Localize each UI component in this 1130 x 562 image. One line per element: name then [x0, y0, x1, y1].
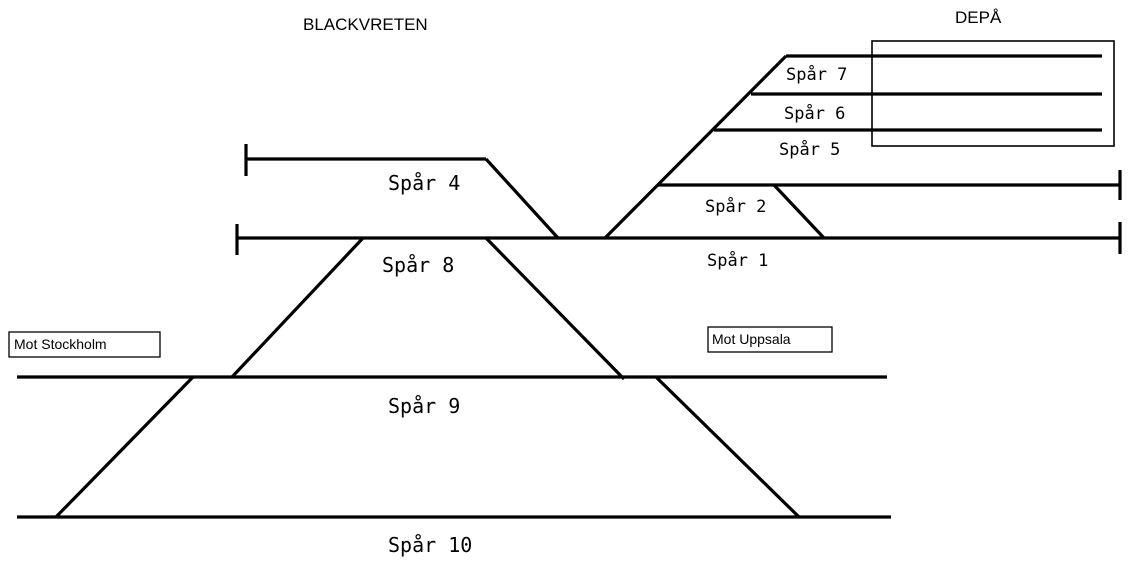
track-8-west-switch [230, 236, 365, 379]
track-4-switch [484, 157, 560, 240]
track-8-label: Spår 8 [382, 253, 454, 277]
track-9-east-switch [654, 375, 801, 519]
depot-lead-switch [603, 54, 788, 240]
track-10-label: Spår 10 [388, 533, 472, 557]
direction-uppsala-label: Mot Uppsala [712, 331, 791, 347]
station-title: BLACKVRETEN [303, 15, 428, 34]
track-2-label: Spår 2 [705, 196, 766, 217]
track-8-east-switch [484, 236, 626, 381]
track-2-switch [772, 183, 826, 240]
track-9-west-switch [54, 375, 195, 519]
direction-stockholm-label: Mot Stockholm [14, 336, 107, 352]
direction-stockholm-box: Mot Stockholm [8, 331, 161, 358]
track-7-label: Spår 7 [786, 64, 847, 85]
direction-uppsala-box: Mot Uppsala [707, 326, 833, 353]
track-6-label: Spår 6 [784, 103, 845, 124]
track-5-label: Spår 5 [779, 139, 840, 160]
track-1-label: Spår 1 [707, 250, 768, 271]
track-9-label: Spår 9 [388, 394, 460, 418]
depot-title: DEPÅ [955, 8, 1002, 27]
track-4-label: Spår 4 [388, 171, 460, 195]
